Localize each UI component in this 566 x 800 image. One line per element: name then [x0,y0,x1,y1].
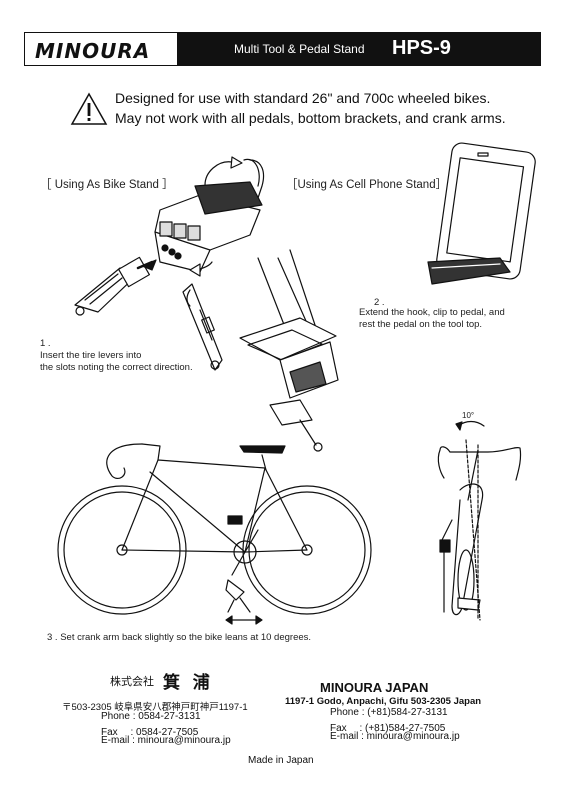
en-email: E-mail : minoura@minoura.jp [330,731,460,742]
jp-company-name: 箕 浦 [163,673,214,692]
jp-email: E-mail : minoura@minoura.jp [101,735,231,746]
step1-number: 1 . [40,338,51,349]
jp-address: 〒503-2305 岐阜県安八郡神戸町神戸1197-1 [62,702,248,713]
angle-label: 10° [462,411,475,420]
warning-icon [70,92,108,125]
multi-tool-drawing [154,156,265,277]
product-model: HPS-9 [392,37,451,59]
en-phone: Phone : (+81)584-27-3131 [330,707,448,718]
step2-number: 2 . [374,297,385,308]
jp-company-prefix: 株式会社 [110,676,154,688]
en-fax: Fax : (+81)584-27-7505 [330,723,446,734]
instruction-illustrations [57,142,536,625]
tire-lever-single-drawing [182,283,223,371]
step2-line1: Extend the hook, clip to pedal, and [359,307,505,318]
pedal-on-stand-drawing [239,249,339,452]
warning-line-1: Designed for use with standard 26" and 7… [115,90,491,106]
step3-caption: 3 . Set crank arm back slightly so the b… [47,632,312,643]
tire-lever-drawing [74,256,157,316]
step1-line1: Insert the tire levers into [40,350,142,361]
step1-line2: the slots noting the correct direction. [40,362,193,373]
bike-front-drawing [437,420,522,621]
brand-logo: MINOURA [35,39,151,63]
section-bike-stand-label: ［ Using As Bike Stand ］ [40,179,174,191]
jp-phone: Phone : 0584-27-3131 [101,711,201,722]
logo-box: MINOURA [24,32,178,66]
made-in-label: Made in Japan [248,755,314,766]
section-cell-stand-label: ［Using As Cell Phone Stand］ [286,179,448,191]
en-address: 1197-1 Godo, Anpachi, Gifu 503-2305 Japa… [285,696,482,707]
phone-stand-drawing [427,142,536,285]
header-bar: MINOURA Multi Tool & Pedal Stand HPS-9 [24,32,541,66]
step2-line2: rest the pedal on the tool top. [359,319,483,330]
warning-line-2: May not work with all pedals, bottom bra… [115,110,506,126]
bike-side-drawing [57,443,372,625]
product-subtitle: Multi Tool & Pedal Stand [234,42,365,56]
jp-fax: Fax : 0584-27-7505 [101,727,199,738]
en-company-name: MINOURA JAPAN [320,680,429,695]
